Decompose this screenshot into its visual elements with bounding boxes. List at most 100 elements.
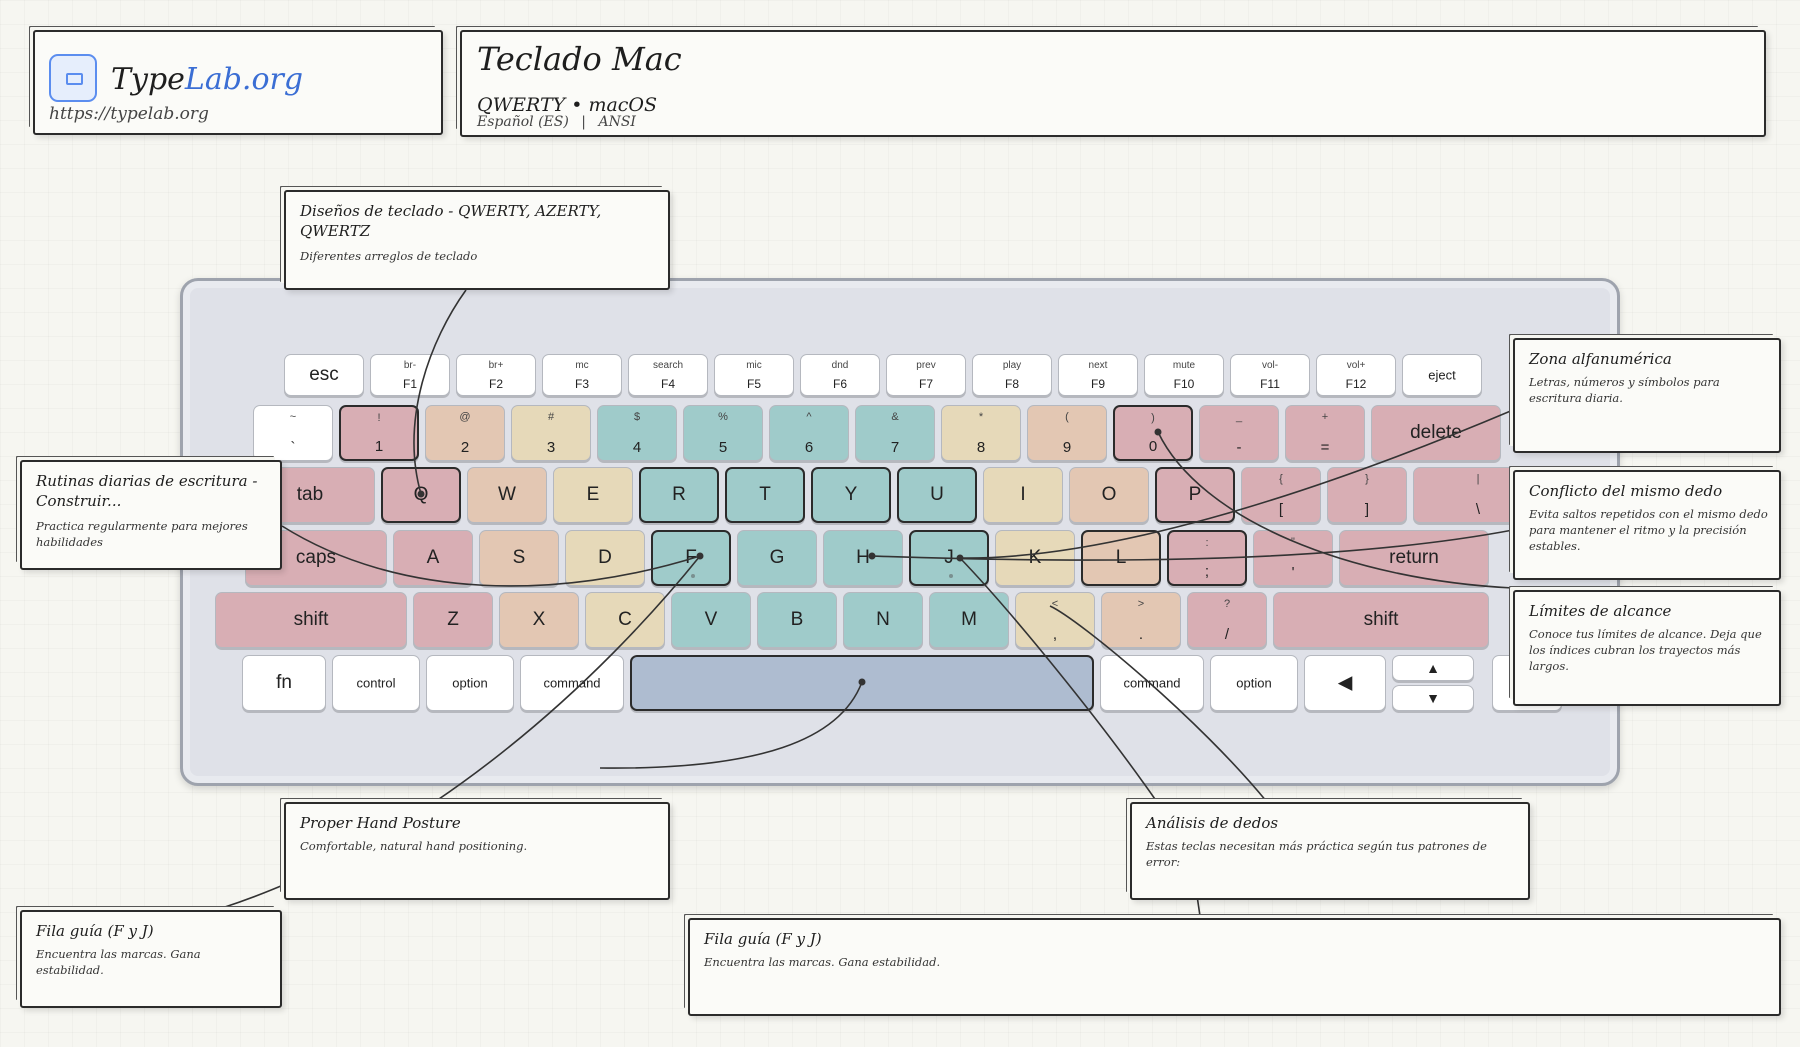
key-l[interactable]: L xyxy=(1081,530,1161,586)
key-t[interactable]: T xyxy=(725,467,805,523)
key-delete[interactable]: delete xyxy=(1371,405,1501,461)
key-w[interactable]: W xyxy=(467,467,547,523)
key-h[interactable]: H xyxy=(823,530,903,586)
key-shift[interactable]: shift xyxy=(215,592,407,648)
key-label: 2 xyxy=(460,439,470,456)
key-sym4-10[interactable]: ?/ xyxy=(1187,592,1267,648)
key-eject[interactable]: eject xyxy=(1402,354,1482,396)
key-left[interactable]: ◀ xyxy=(1304,655,1386,711)
key-m[interactable]: M xyxy=(929,592,1009,648)
key-sym1-0[interactable]: ~` xyxy=(253,405,333,461)
key-label: P xyxy=(1188,484,1202,505)
key-p[interactable]: P xyxy=(1155,467,1235,523)
callout-title: Fila guía (F y J) xyxy=(704,930,822,948)
key-option[interactable]: option xyxy=(1210,655,1298,711)
key-r[interactable]: R xyxy=(639,467,719,523)
key-f2[interactable]: br+F2 xyxy=(456,354,536,396)
key-label: shift xyxy=(1363,609,1399,630)
key-sym4-9[interactable]: >. xyxy=(1101,592,1181,648)
key-i[interactable]: I xyxy=(983,467,1063,523)
key-7[interactable]: &7 xyxy=(855,405,935,461)
key-f12[interactable]: vol+F12 xyxy=(1316,354,1396,396)
key-6[interactable]: ^6 xyxy=(769,405,849,461)
key-2[interactable]: @2 xyxy=(425,405,505,461)
key-4[interactable]: $4 xyxy=(597,405,677,461)
key-f[interactable]: F xyxy=(651,530,731,586)
key-space[interactable] xyxy=(630,655,1094,711)
key-u[interactable]: U xyxy=(897,467,977,523)
key-option[interactable]: option xyxy=(426,655,514,711)
key-f1[interactable]: br-F1 xyxy=(370,354,450,396)
key-s[interactable]: S xyxy=(479,530,559,586)
key-sym4-8[interactable]: <, xyxy=(1015,592,1095,648)
key-control[interactable]: control xyxy=(332,655,420,711)
key-8[interactable]: *8 xyxy=(941,405,1021,461)
logo-url[interactable]: https://typelab.org xyxy=(49,104,209,124)
key-up[interactable]: ▲ xyxy=(1392,655,1474,681)
callout-title: Proper Hand Posture xyxy=(300,814,461,832)
key-j[interactable]: J xyxy=(909,530,989,586)
key-9[interactable]: (9 xyxy=(1027,405,1107,461)
key-f11[interactable]: vol-F11 xyxy=(1230,354,1310,396)
key-x[interactable]: X xyxy=(499,592,579,648)
key-3[interactable]: #3 xyxy=(511,405,591,461)
key-fn[interactable]: fn xyxy=(242,655,326,711)
key-label: O xyxy=(1101,484,1117,505)
callout-desc: Estas teclas necesitan más práctica segú… xyxy=(1146,839,1487,870)
callout-reach: Límites de alcance Conoce tus límites de… xyxy=(1513,590,1781,706)
key-1[interactable]: !1 xyxy=(339,405,419,461)
key-k[interactable]: K xyxy=(995,530,1075,586)
key-command[interactable]: command xyxy=(520,655,624,711)
callout-guide-bottom: Fila guía (F y J) Encuentra las marcas. … xyxy=(688,918,1781,1016)
key-g[interactable]: G xyxy=(737,530,817,586)
key-o[interactable]: O xyxy=(1069,467,1149,523)
key-esc[interactable]: esc xyxy=(284,354,364,396)
key-d[interactable]: D xyxy=(565,530,645,586)
key-sym2-12[interactable]: }] xyxy=(1327,467,1407,523)
key-label: ▼ xyxy=(1426,690,1440,706)
key-z[interactable]: Z xyxy=(413,592,493,648)
key-sym3-10[interactable]: :; xyxy=(1167,530,1247,586)
logo-name-part2: Lab.org xyxy=(184,62,304,97)
key-c[interactable]: C xyxy=(585,592,665,648)
key-return[interactable]: return xyxy=(1339,530,1489,586)
callout-title: Conflicto del mismo dedo xyxy=(1529,482,1723,500)
standard-label: ANSI xyxy=(598,114,636,130)
key-command[interactable]: command xyxy=(1100,655,1204,711)
key-label: C xyxy=(618,609,632,630)
key-shift[interactable]: shift xyxy=(1273,592,1489,648)
key-label: ] xyxy=(1364,501,1370,518)
key-q[interactable]: Q xyxy=(381,467,461,523)
key-tab[interactable]: tab xyxy=(245,467,375,523)
key-0[interactable]: )0 xyxy=(1113,405,1193,461)
key-y[interactable]: Y xyxy=(811,467,891,523)
key-sym3-11[interactable]: "' xyxy=(1253,530,1333,586)
callout-routines: Rutinas diarias de escritura - Construir… xyxy=(20,460,282,570)
key-n[interactable]: N xyxy=(843,592,923,648)
key-v[interactable]: V xyxy=(671,592,751,648)
key-label: F10 xyxy=(1173,377,1195,391)
key-label: 5 xyxy=(718,439,728,456)
callout-same-finger: Conflicto del mismo dedo Evita saltos re… xyxy=(1513,470,1781,580)
key-e[interactable]: E xyxy=(553,467,633,523)
key-5[interactable]: %5 xyxy=(683,405,763,461)
key-b[interactable]: B xyxy=(757,592,837,648)
key-label: K xyxy=(1028,547,1042,568)
key-sym2-11[interactable]: {[ xyxy=(1241,467,1321,523)
key-a[interactable]: A xyxy=(393,530,473,586)
key-sym1-12[interactable]: += xyxy=(1285,405,1365,461)
key-label: A xyxy=(426,547,440,568)
key-sym1-11[interactable]: _- xyxy=(1199,405,1279,461)
key-label: H xyxy=(856,547,870,568)
key-down[interactable]: ▼ xyxy=(1392,685,1474,711)
logo-name[interactable]: TypeLab.org xyxy=(111,62,303,97)
key-label: L xyxy=(1115,547,1127,568)
